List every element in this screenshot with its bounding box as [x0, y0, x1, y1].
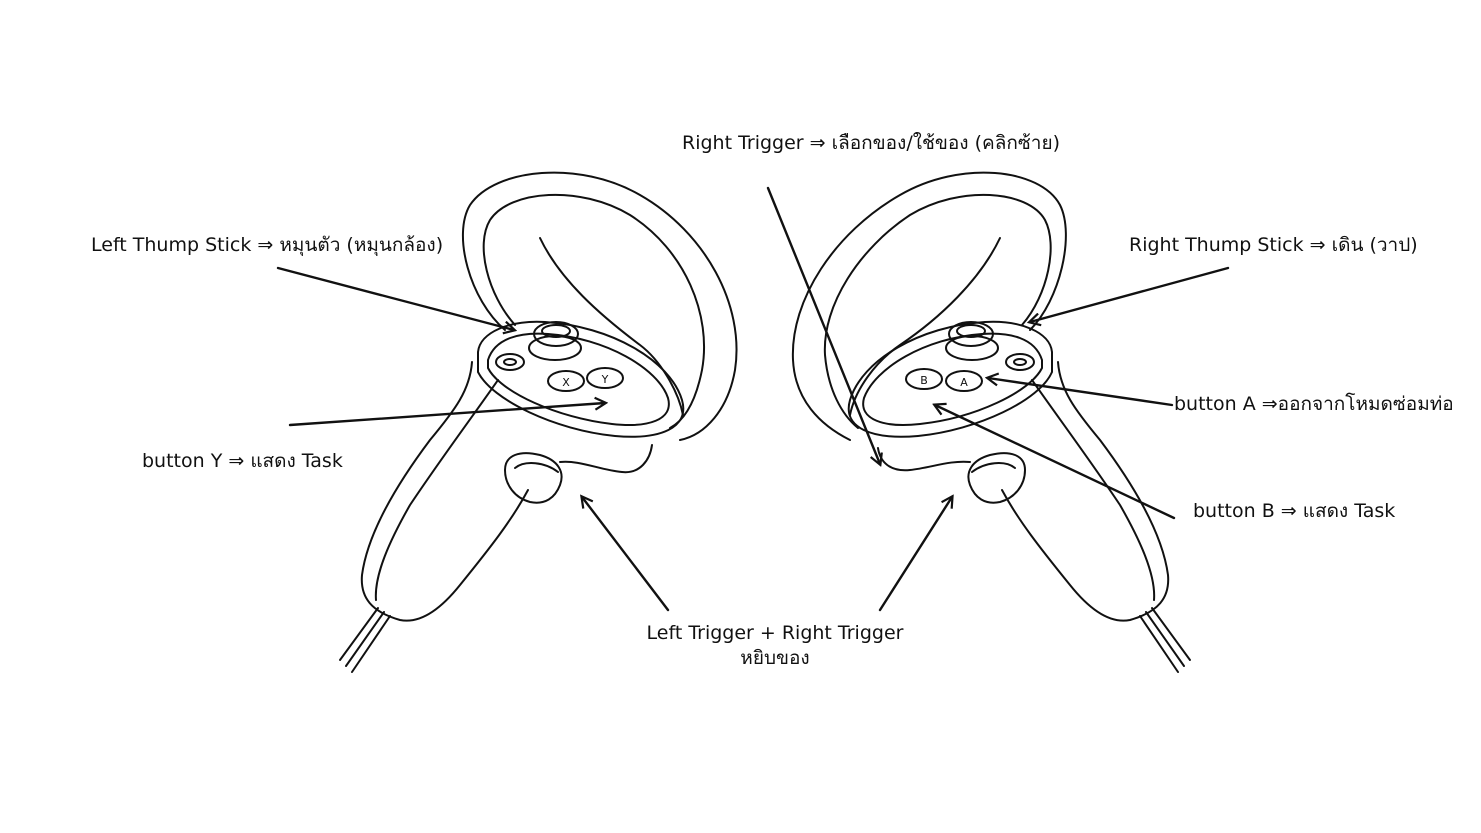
right-tracking-ring: [791, 171, 1067, 441]
left-menu-button: [495, 353, 525, 371]
right-thumbstick: [948, 321, 994, 347]
label-right-thumbstick: Right Thump Stick ⇒ เดิน (วาป): [1129, 234, 1418, 256]
right-controller: [791, 171, 1191, 673]
label-button-y: button Y ⇒ แสดง Task: [142, 450, 343, 472]
left-handle: [360, 361, 529, 622]
label-right-trigger: Right Trigger ⇒ เลือกของ/ใช้ของ (คลิกซ้า…: [682, 132, 1060, 154]
right-oculus-button: [1005, 353, 1035, 371]
left-y-button-letter: Y: [601, 373, 609, 386]
left-trigger: [504, 452, 563, 504]
label-left-thumbstick: Left Thump Stick ⇒ หมุนตัว (หมุนกล้อง): [91, 234, 444, 256]
left-controller: [339, 171, 738, 673]
left-y-button-shape: [586, 367, 624, 389]
right-b-button-shape: [905, 368, 943, 390]
right-handle: [1001, 361, 1170, 622]
arrow-button-a: [988, 378, 1174, 407]
label-grip-line2: หยิบของ: [740, 647, 810, 669]
right-a-button-letter: A: [960, 376, 968, 389]
right-face-plate: [847, 320, 1053, 438]
left-x-button-letter: X: [562, 376, 570, 389]
right-tracking-ring-inner: [823, 193, 1052, 429]
arrow-right-grip: [878, 497, 952, 612]
right-b-button-letter: B: [920, 374, 928, 387]
left-tracking-ring: [462, 171, 738, 441]
arrow-right-trigger: [766, 186, 880, 464]
arrow-right-thumbstick: [1030, 266, 1230, 322]
label-button-b: button B ⇒ แสดง Task: [1193, 500, 1396, 522]
right-a-button-shape: [945, 370, 983, 392]
left-x-button-shape: [547, 370, 585, 392]
arrow-left-thumbstick: [276, 266, 514, 330]
right-trigger: [967, 452, 1026, 504]
label-grip-line1: Left Trigger + Right Trigger: [646, 622, 904, 644]
arrow-button-y: [288, 403, 605, 427]
left-face-plate: [477, 320, 685, 438]
left-tracking-ring-inner: [482, 193, 706, 429]
arrow-left-grip: [582, 497, 670, 612]
left-thumbstick: [533, 321, 579, 347]
label-button-a: button A ⇒ออกจากโหมดซ่อมท่อ: [1174, 393, 1454, 415]
arrow-button-b: [935, 405, 1176, 520]
